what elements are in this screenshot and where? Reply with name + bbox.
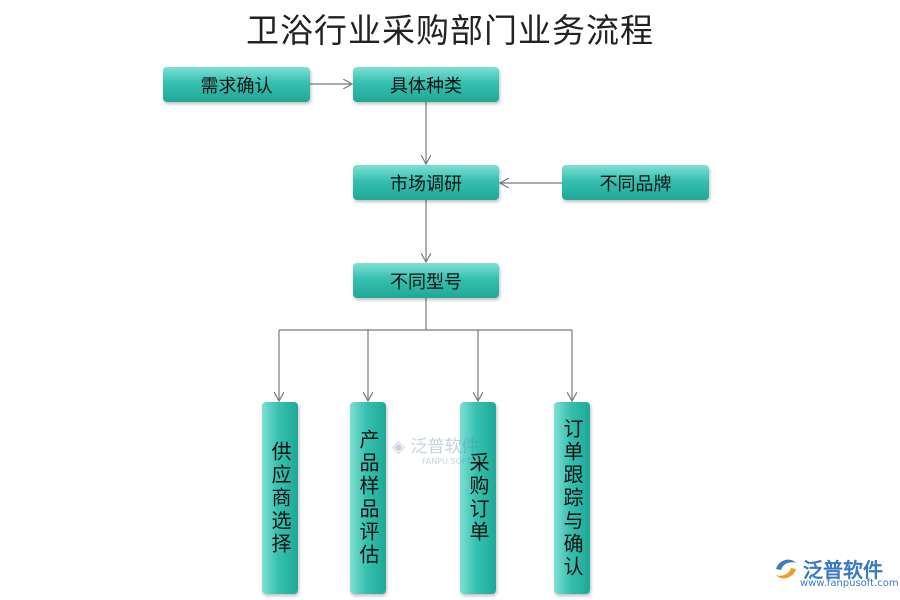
- watermark-icon: ◈: [392, 437, 406, 457]
- brand-logo: 泛普软件: [773, 554, 883, 583]
- node-specific-kind: 具体种类: [353, 67, 499, 102]
- logo-name: 泛普软件: [803, 558, 883, 582]
- watermark-logo: ◈ 泛普软件 FANPU SOFT: [392, 432, 478, 466]
- node-supplier-select: 供应商选择: [262, 402, 298, 594]
- fanpu-logo-icon: [776, 559, 796, 578]
- node-sample-evaluate: 产品样品评估: [350, 402, 386, 594]
- diagram-title: 卫浴行业采购部门业务流程: [246, 11, 654, 50]
- watermark-brand: 泛普软件: [410, 437, 479, 457]
- watermark-sub: FANPU SOFT: [422, 457, 472, 466]
- node-purchase-order: 采购订单: [460, 402, 496, 594]
- node-different-models: 不同型号: [353, 263, 499, 298]
- node-market-research: 市场调研: [353, 165, 499, 200]
- node-need-confirm: 需求确认: [163, 67, 310, 102]
- node-different-brands: 不同品牌: [562, 165, 709, 200]
- logo-url: www.fanpusoft.com: [800, 578, 899, 589]
- node-order-tracking: 订单跟踪与确认: [554, 402, 590, 594]
